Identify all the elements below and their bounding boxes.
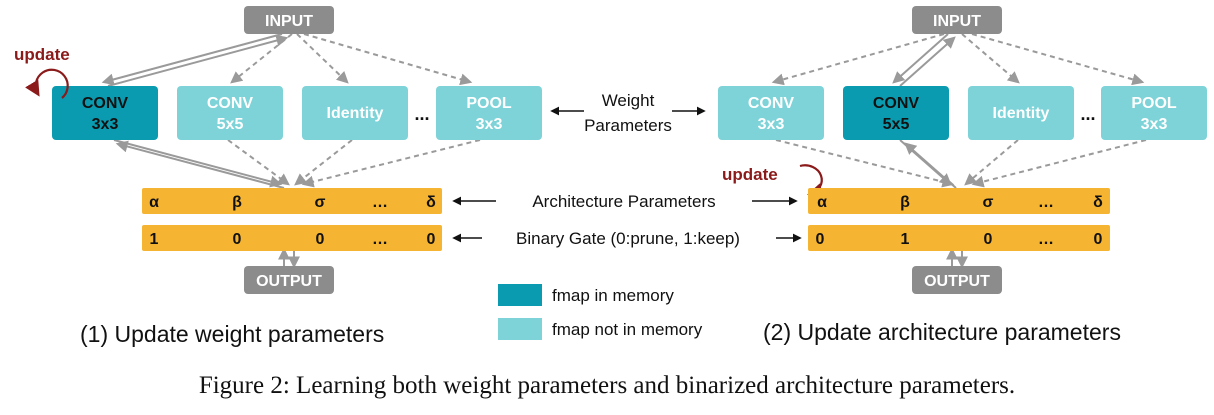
- svg-text:…: …: [372, 194, 388, 211]
- svg-text:Identity: Identity: [327, 105, 384, 122]
- legend-not-in-memory-swatch: [498, 318, 542, 340]
- right-op-conv3x3: CONV 3x3: [718, 86, 824, 140]
- svg-text:CONV: CONV: [748, 95, 795, 112]
- svg-text:POOL: POOL: [466, 95, 512, 112]
- svg-text:σ: σ: [315, 194, 326, 211]
- svg-text:3x3: 3x3: [758, 116, 785, 133]
- left-panel-title: (1) Update weight parameters: [80, 321, 384, 347]
- svg-text:1: 1: [150, 231, 159, 248]
- svg-text:δ: δ: [1093, 194, 1103, 211]
- svg-text:CONV: CONV: [873, 95, 920, 112]
- weight-params-label-2: Parameters: [584, 116, 672, 135]
- left-op-identity: Identity: [302, 86, 408, 140]
- legend: fmap in memory fmap not in memory: [498, 284, 703, 340]
- svg-text:β: β: [232, 194, 242, 211]
- right-ops-ellipsis: ...: [1080, 104, 1095, 124]
- svg-text:5x5: 5x5: [883, 116, 910, 133]
- left-update-icon: update: [14, 45, 70, 99]
- legend-in-memory-label: fmap in memory: [552, 286, 674, 305]
- figure-caption: Figure 2: Learning both weight parameter…: [198, 372, 1016, 399]
- svg-text:0: 0: [233, 231, 242, 248]
- svg-text:0: 0: [427, 231, 436, 248]
- binary-gate-label: Binary Gate (0:prune, 1:keep): [516, 229, 740, 248]
- left-op-pool3x3: POOL 3x3: [436, 86, 542, 140]
- svg-text:δ: δ: [426, 194, 436, 211]
- svg-text:INPUT: INPUT: [933, 13, 981, 30]
- svg-text:CONV: CONV: [207, 95, 254, 112]
- svg-text:OUTPUT: OUTPUT: [924, 273, 990, 290]
- svg-text:α: α: [149, 194, 159, 211]
- left-arch-param-bar: α β σ … δ: [142, 188, 442, 214]
- svg-text:3x3: 3x3: [92, 116, 119, 133]
- svg-text:β: β: [900, 194, 910, 211]
- right-binary-gate-bar: 0 1 0 … 0: [808, 225, 1110, 251]
- left-input-box: INPUT: [244, 6, 334, 34]
- right-output-box: OUTPUT: [912, 266, 1002, 294]
- right-arch-param-bar: α β σ … δ: [808, 188, 1110, 214]
- right-op-pool3x3: POOL 3x3: [1101, 86, 1207, 140]
- svg-text:5x5: 5x5: [217, 116, 244, 133]
- svg-text:…: …: [1038, 194, 1054, 211]
- svg-text:…: …: [372, 231, 388, 248]
- left-binary-gate-bar: 1 0 0 … 0: [142, 225, 442, 251]
- left-panel: INPUT CONV 3x3 CONV 5x5 Identity ... POO…: [14, 6, 542, 347]
- svg-text:3x3: 3x3: [1141, 116, 1168, 133]
- svg-text:σ: σ: [983, 194, 994, 211]
- weight-params-label-1: Weight: [602, 91, 655, 110]
- svg-text:OUTPUT: OUTPUT: [256, 273, 322, 290]
- middle-labels: Weight Parameters Architecture Parameter…: [452, 91, 802, 340]
- left-op-conv3x3: CONV 3x3: [52, 86, 158, 140]
- svg-text:0: 0: [316, 231, 325, 248]
- right-update-icon: update: [722, 164, 824, 199]
- svg-text:1: 1: [901, 231, 910, 248]
- svg-text:3x3: 3x3: [476, 116, 503, 133]
- right-input-box: INPUT: [912, 6, 1002, 34]
- right-op-identity: Identity: [968, 86, 1074, 140]
- right-op-conv5x5: CONV 5x5: [843, 86, 949, 140]
- svg-text:CONV: CONV: [82, 95, 129, 112]
- svg-text:update: update: [14, 45, 70, 64]
- svg-text:update: update: [722, 165, 778, 184]
- left-ops-ellipsis: ...: [414, 104, 429, 124]
- legend-in-memory-swatch: [498, 284, 542, 306]
- svg-text:POOL: POOL: [1131, 95, 1177, 112]
- svg-text:…: …: [1038, 231, 1054, 248]
- svg-text:0: 0: [816, 231, 825, 248]
- svg-text:INPUT: INPUT: [265, 13, 313, 30]
- arch-params-label: Architecture Parameters: [532, 192, 715, 211]
- svg-text:0: 0: [984, 231, 993, 248]
- right-panel: INPUT CONV 3x3 CONV 5x5 Identity ... POO…: [718, 6, 1207, 345]
- right-panel-title: (2) Update architecture parameters: [763, 319, 1121, 345]
- svg-text:α: α: [817, 194, 827, 211]
- svg-text:0: 0: [1094, 231, 1103, 248]
- legend-not-in-memory-label: fmap not in memory: [552, 320, 703, 339]
- left-output-box: OUTPUT: [244, 266, 334, 294]
- svg-text:Identity: Identity: [993, 105, 1050, 122]
- left-op-conv5x5: CONV 5x5: [177, 86, 283, 140]
